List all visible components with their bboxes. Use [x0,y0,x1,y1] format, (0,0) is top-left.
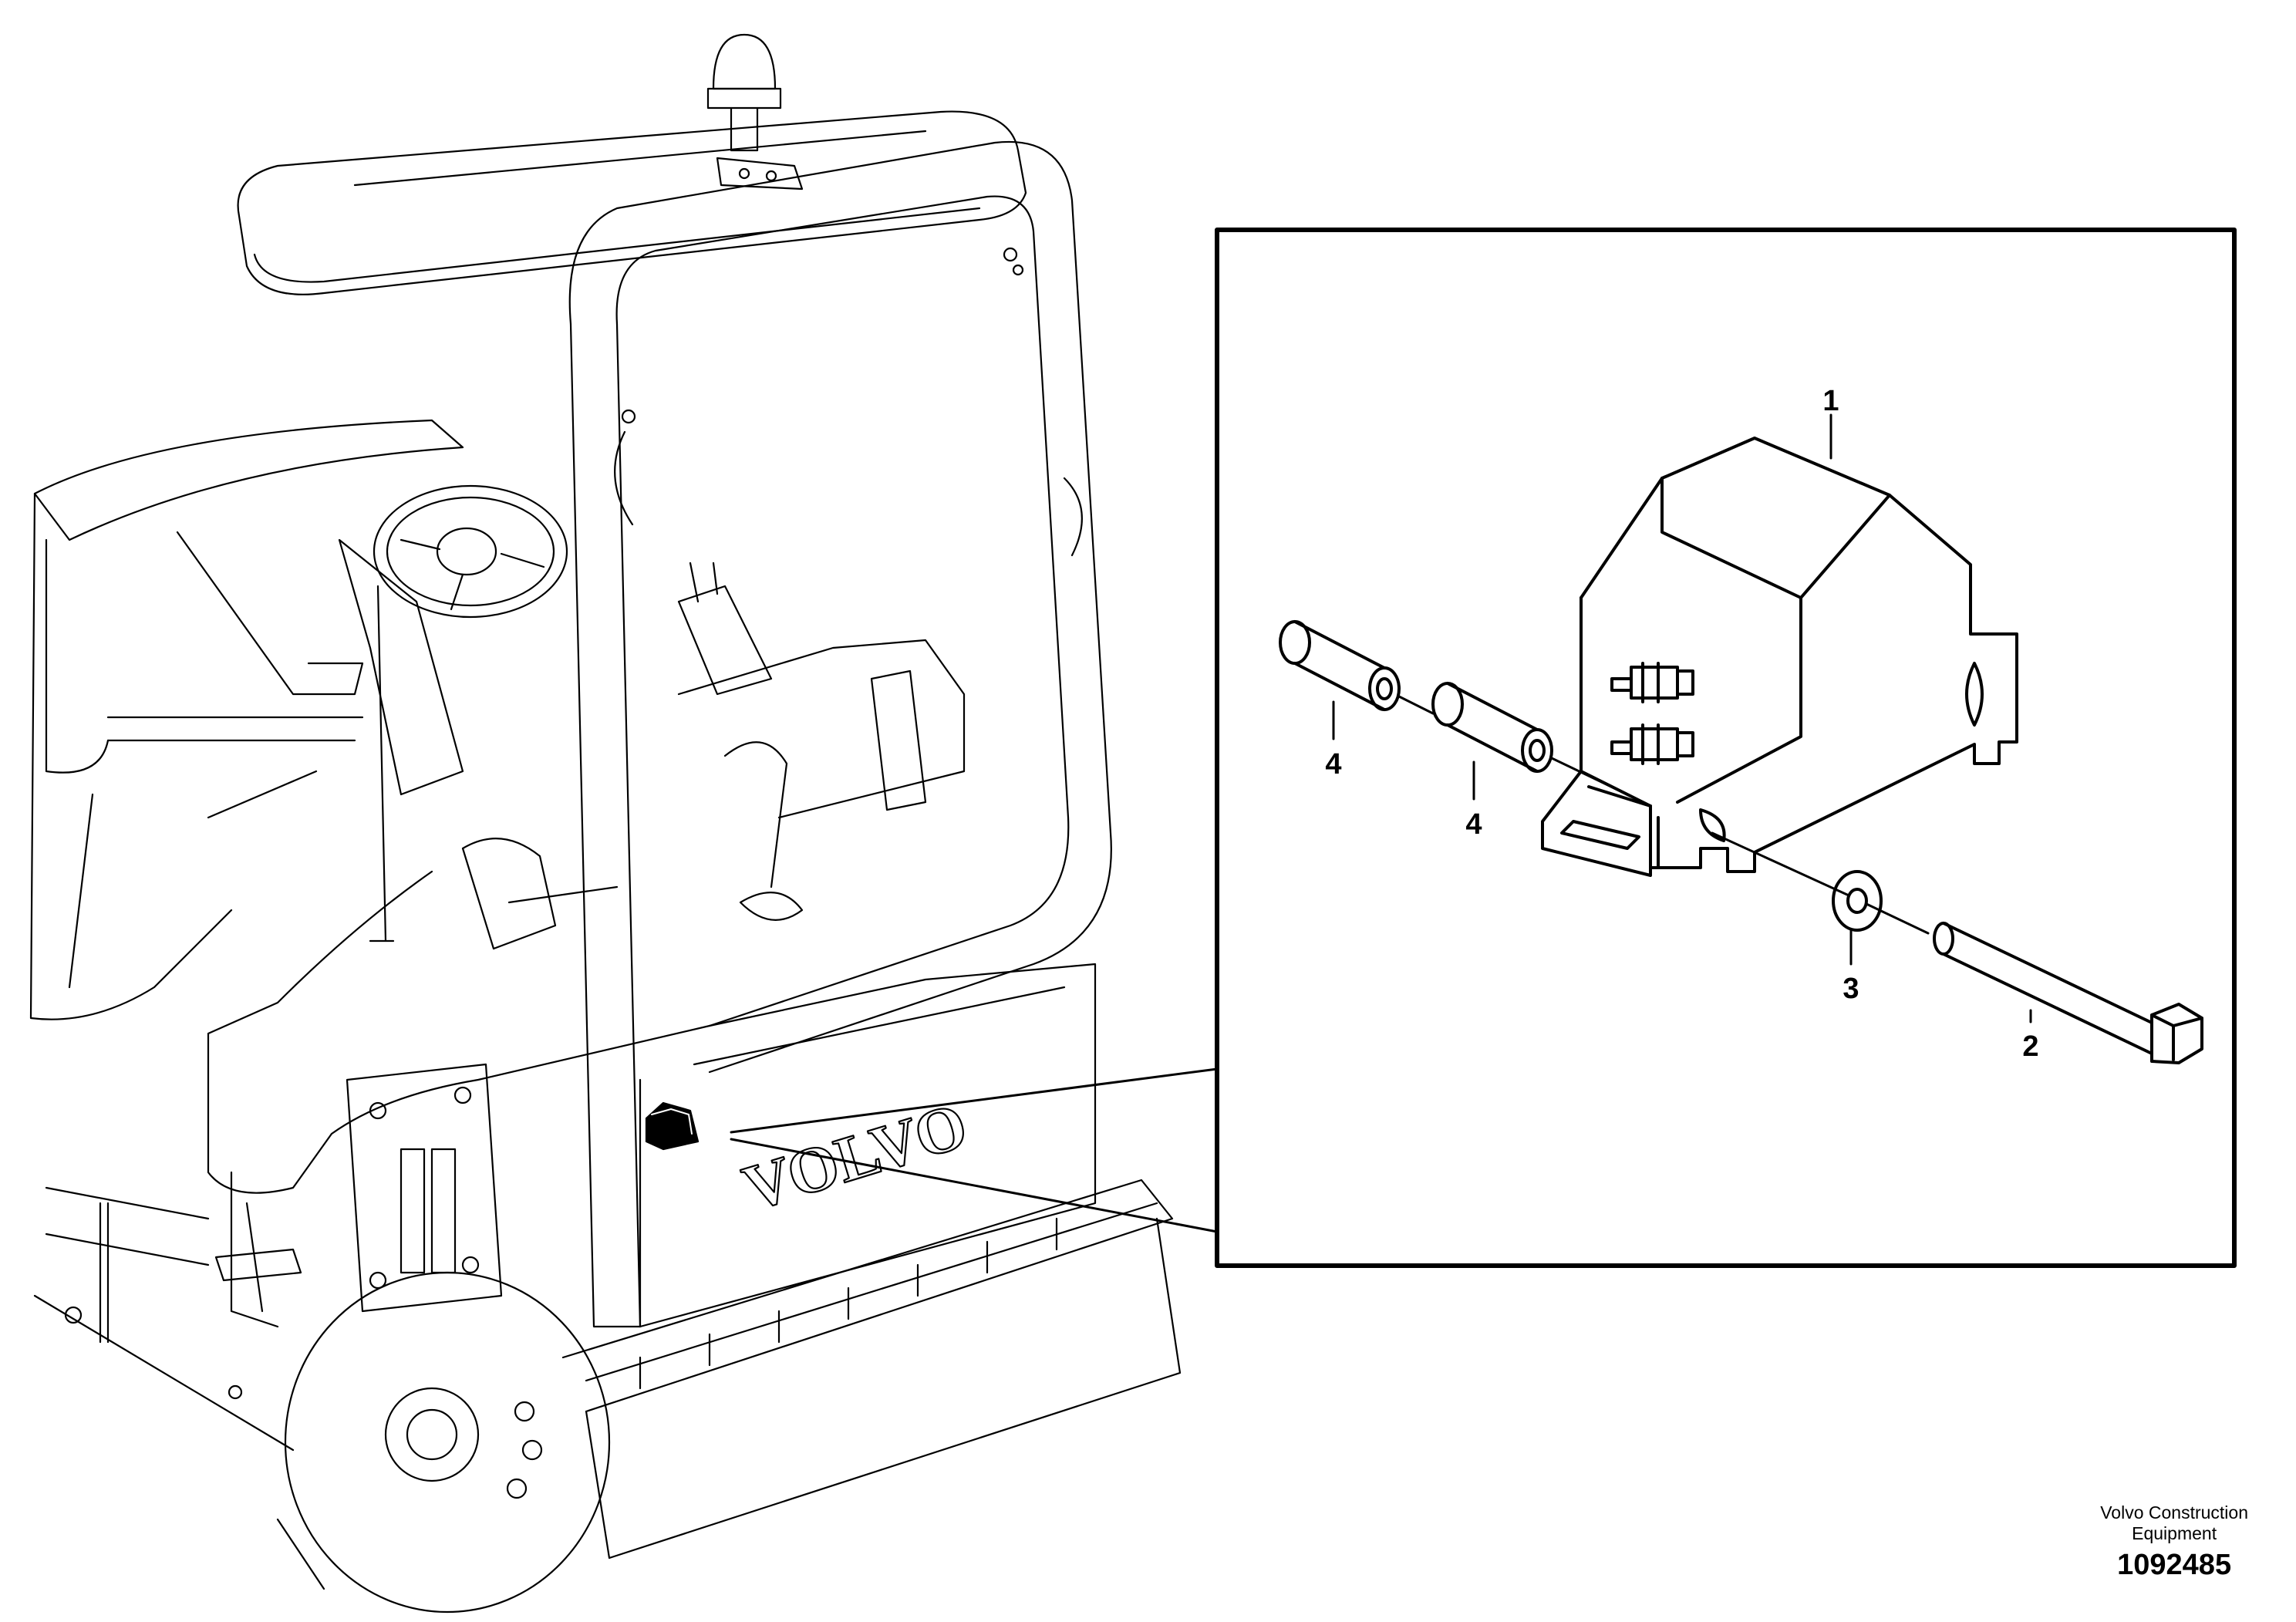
washer-part-3 [1832,870,1883,932]
component-location-marker [645,1101,700,1151]
canopy-roof [237,110,1027,295]
callout-part-1: 1 [1822,385,1839,417]
control-console [461,561,966,950]
spacer-part-4-left [1279,620,1401,711]
roller-drum [284,1179,1182,1614]
company-name-line-2: Equipment [2132,1523,2217,1543]
steering-wheel [338,484,568,943]
battery-switch-part-1 [1541,437,2018,877]
detail-view-frame [1215,228,2237,1268]
callout-part-4-right: 4 [1465,808,1482,841]
callout-leaders [1332,413,2032,1023]
chassis-frame [33,1186,325,1590]
machine-body [207,870,1097,1328]
drawing-footer: Volvo Construction Equipment 1092485 [2100,1502,2248,1582]
rops-frame [568,140,1112,1328]
callout-part-2: 2 [2022,1030,2038,1063]
company-name-line-1: Volvo Construction [2100,1502,2248,1523]
detail-leader [730,1067,1219,1233]
assembly-axis-line [1397,695,1930,935]
drive-motor [346,1063,543,1499]
callout-part-4-left: 4 [1325,748,1341,781]
roller-machine-illustration: VOLVO [29,33,1182,1614]
volvo-brand-mark: VOLVO [735,1089,975,1225]
beacon-lamp [706,33,804,191]
drawing-number: 1092485 [2117,1549,2232,1581]
spacer-part-4-right [1431,682,1553,773]
operator-seat [29,419,464,1020]
callout-part-3: 3 [1843,973,1859,1005]
bolt-part-2 [1933,922,2203,1064]
